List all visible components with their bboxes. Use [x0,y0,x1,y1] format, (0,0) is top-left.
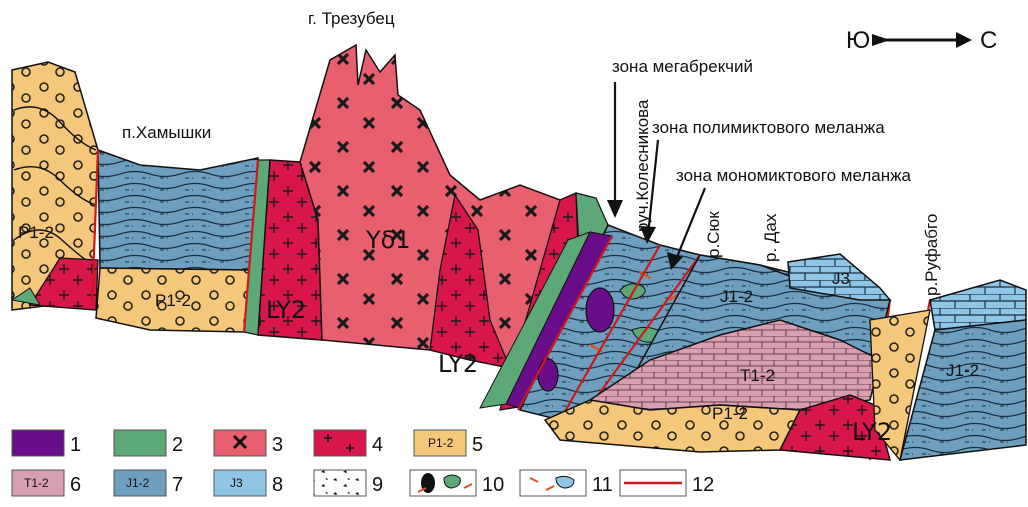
legend-text-5: P1-2 [428,436,454,450]
legend-swatch-2 [114,430,166,456]
settlement-label: п.Хамышки [122,123,211,142]
legend-num-3: 3 [272,434,283,456]
legend-num-5: 5 [472,434,483,456]
legend-num-9: 9 [372,474,383,496]
river-rufabgo-label: р.Руфабго [922,214,941,296]
section-body [12,45,1026,460]
unit-label-ly2-a: LY2 [266,296,306,324]
legend-num-10: 10 [482,474,504,496]
legend-num-1: 1 [70,434,81,456]
legend-num-6: 6 [70,474,81,496]
legend-text-6: T1-2 [24,476,49,490]
legend-text-7: J1-2 [126,476,150,490]
unit-label-yd1: Yδ1 [365,226,411,254]
zone-polymict-label: зона полимиктового меланжа [652,118,885,137]
legend-num-8: 8 [272,474,283,496]
unit-label-t12: T1-2 [740,366,775,385]
legend-num-4: 4 [372,434,383,456]
compass-north: С [980,27,997,54]
river-kolesnikova-label: руч.Колесникова [633,99,652,232]
river-dakh-label: р. Дах [761,213,780,262]
peak-label: г. Трезубец [308,9,395,28]
legend-swatch-12 [620,470,686,496]
legend-num-11: 11 [592,474,613,496]
unit-label-ly2-c: LY2 [852,418,892,446]
legend-swatch-9 [314,470,366,496]
legend-text-8: J3 [230,476,243,490]
compass-south: Ю [846,27,870,54]
legend-swatch-4 [314,430,366,456]
unit-label-j12-b: J1-2 [946,361,979,380]
unit-label-p12-b: P1-2 [155,291,191,310]
unit-j12-left-block [98,150,258,270]
legend-num-2: 2 [172,434,183,456]
zone-arrow-monomict [675,188,705,262]
unit-label-j12-a: J1-2 [720,287,753,306]
legend-swatch-10 [410,470,476,496]
zone-monomict-label: зона мономиктового меланжа [676,166,911,185]
unit-label-p12-a: P1-2 [18,223,54,242]
unit-label-p12-c: P1-2 [712,404,748,423]
unit-label-ly2-b: LY2 [438,350,478,378]
zone-megabreccia-label: зона мегабрекчий [612,57,753,76]
river-syuk-label: р.Сюк [704,211,723,258]
unit-p12-bottom [545,400,800,452]
legend-swatch-1 [12,430,64,456]
legend-num-7: 7 [172,474,183,496]
unit-label-j3: J3 [832,269,850,288]
legend-swatch-11 [520,470,586,496]
legend-num-12: 12 [692,474,714,496]
